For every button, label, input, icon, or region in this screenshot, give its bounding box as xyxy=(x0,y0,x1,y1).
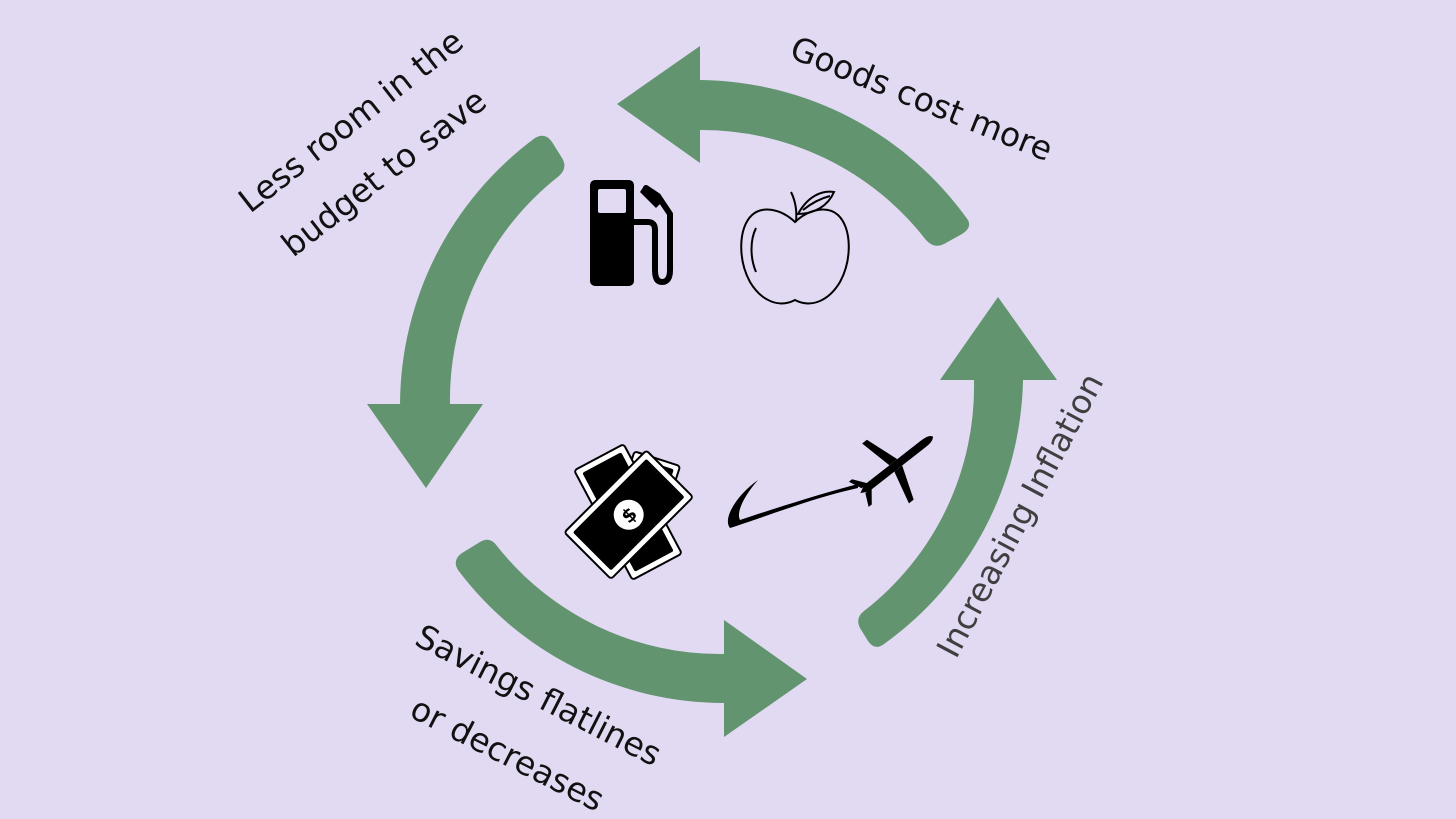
fuel-pump-icon xyxy=(590,180,673,286)
money-icon: $ xyxy=(564,444,693,580)
airplane-icon xyxy=(727,435,933,528)
apple-icon xyxy=(740,190,850,305)
arrow-increasing-inflation xyxy=(858,297,1057,647)
arrow-less-room-to-save xyxy=(367,135,565,488)
arrow-savings-flatlines xyxy=(455,539,807,737)
cycle-arrows xyxy=(367,46,1057,737)
arrow-goods-cost-more xyxy=(617,46,970,246)
